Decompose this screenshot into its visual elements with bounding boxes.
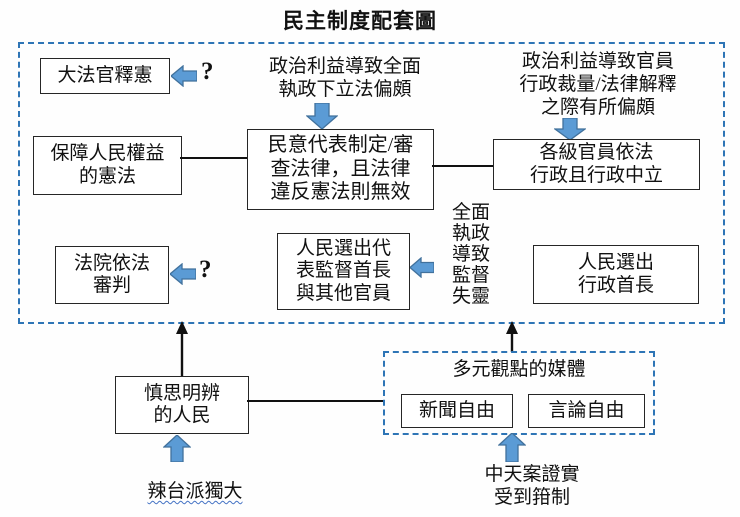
media-frame: 多元觀點的媒體 新聞自由 言論自由 [383, 351, 655, 435]
court-question-mark: ? [199, 256, 212, 283]
suppress-opposition-line1: 辣台派獨大 [147, 480, 243, 502]
connector-legislature-officials [432, 165, 493, 167]
arrow-down-icon [306, 103, 338, 129]
arrow-left-icon [170, 263, 196, 285]
executive-box: 人民選出 行政首長 [533, 245, 699, 304]
arrow-up-icon [163, 435, 191, 462]
ctitv-case-note: 中天案證實 受到箝制 [484, 464, 580, 508]
constitution-box: 保障人民權益 的憲法 [33, 136, 182, 195]
speech-freedom-box: 言論自由 [528, 394, 645, 428]
judicial-review-box: 大法官釋憲 [40, 58, 170, 94]
legislature-box: 民意代表制定/審 查法律，且法律 違反憲法則無效 [247, 129, 434, 210]
arrow-left-icon [410, 257, 434, 278]
media-title: 多元觀點的媒體 [452, 359, 586, 380]
democratic-system-frame [18, 42, 725, 324]
connector-constitution-legislature [180, 157, 247, 159]
arrow-up-icon [498, 433, 526, 462]
officials-box: 各級官員依法 行政且行政中立 [493, 139, 700, 190]
arrow-left-icon [171, 65, 197, 87]
page-title: 民主制度配套圖 [283, 9, 437, 33]
suppress-opposition-note: 辣台派獨大 壓制反對者 [112, 458, 278, 517]
judicial-question-mark: ? [201, 58, 214, 85]
oversight-failure-note: 全面 執政 導致 監督 失靈 [451, 202, 490, 307]
connector-citizens-media [247, 400, 383, 402]
administrative-bias-note: 政治利益導致官員 行政裁量/法律解釋 之際有所偏頗 [519, 51, 677, 118]
press-freedom-box: 新聞自由 [401, 394, 513, 428]
representatives-box: 人民選出代 表監督首長 與其他官員 [277, 233, 410, 310]
citizens-box: 慎思明辨 的人民 [115, 376, 249, 434]
court-box: 法院依法 審判 [55, 246, 169, 304]
up-arrow-connector-icon [174, 321, 190, 378]
up-arrow-connector-icon [504, 321, 520, 352]
legislative-bias-note: 政治利益導致全面 執政下立法偏頗 [268, 56, 421, 100]
arrow-down-icon [554, 118, 586, 140]
